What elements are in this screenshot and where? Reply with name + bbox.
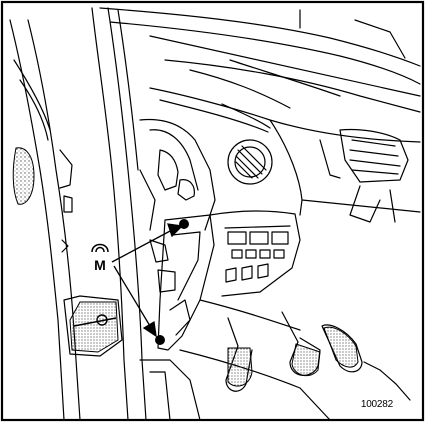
door-frame [9,19,81,421]
switch-panel [209,210,301,297]
windshield-header [99,7,421,113]
round-air-vent [227,139,273,185]
steering-column-area [139,118,216,293]
pillar-trim-panel [157,214,215,351]
lower-fastener [155,335,165,345]
a-pillar [91,7,147,421]
door-striker [73,314,117,327]
callout-label-m: M [94,257,106,273]
socket-tool-icon [91,243,109,253]
figure-reference-number: 100282 [360,399,393,410]
callout-arrows [111,223,184,338]
dashboard [149,59,421,216]
right-air-vent [319,128,409,223]
stippled-parts [12,147,359,387]
